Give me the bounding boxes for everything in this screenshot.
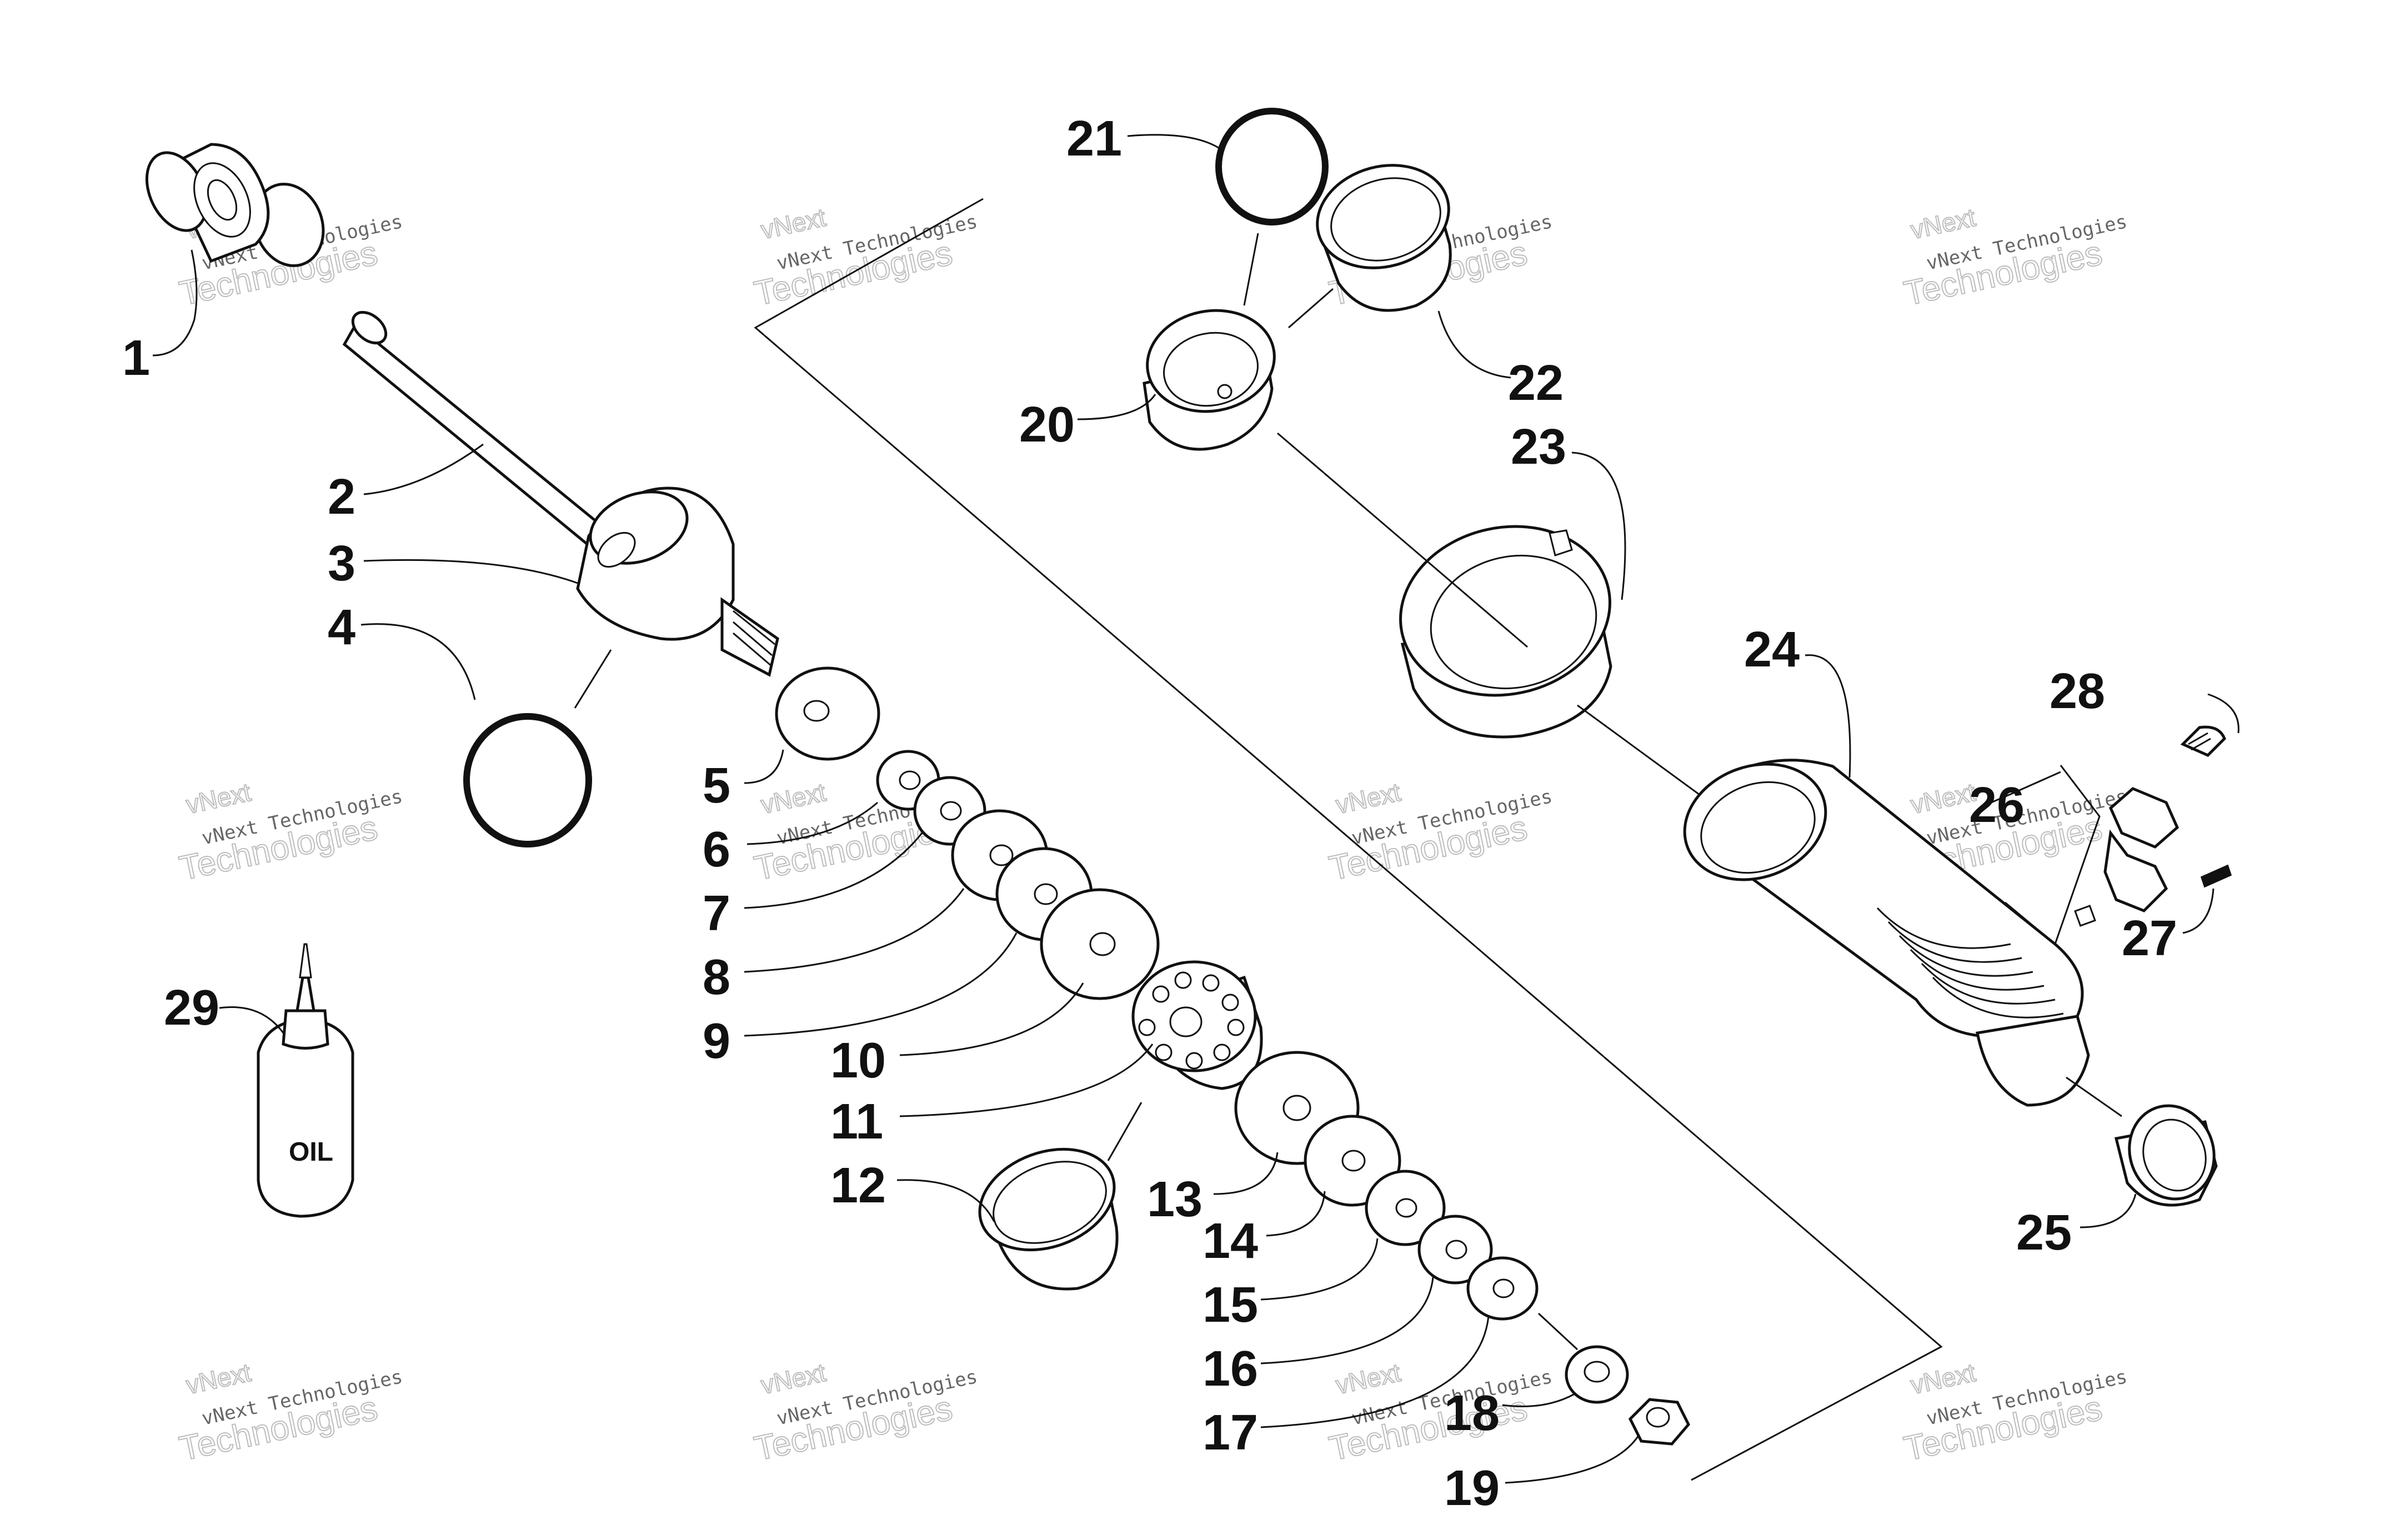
callout-26: 26: [1969, 777, 2025, 833]
callout-19: 19: [1444, 1461, 1500, 1516]
oil-label: OIL: [289, 1137, 333, 1167]
callout-3: 3: [328, 536, 355, 591]
callout-23: 23: [1511, 419, 1566, 475]
callout-8: 8: [703, 950, 730, 1005]
callout-12: 12: [830, 1158, 886, 1213]
callout-numbers: 1 2 3 4 5 6 7 8 9 10 11 12 13 14 15 16 1…: [122, 111, 2177, 1516]
callout-10: 10: [830, 1033, 886, 1088]
watermark-top: vNext: [1908, 1358, 1978, 1399]
watermark-top: vNext: [183, 1358, 253, 1399]
part-27-valve-cap: [2200, 864, 2232, 888]
callout-2: 2: [328, 469, 355, 525]
callout-18: 18: [1444, 1386, 1500, 1441]
callout-17: 17: [1202, 1405, 1258, 1461]
part-11-piston: [1131, 960, 1263, 1090]
part-1-mount-cap: [145, 143, 325, 267]
shim-stack-upper: [775, 666, 1160, 1000]
callout-7: 7: [703, 886, 730, 941]
callout-13: 13: [1147, 1172, 1202, 1227]
callout-24: 24: [1744, 622, 1800, 678]
callout-11: 11: [830, 1094, 883, 1150]
watermark-top: vNext: [1908, 777, 1978, 819]
callout-1: 1: [122, 330, 150, 386]
valve-bracket: [1991, 771, 2061, 804]
callout-15: 15: [1202, 1277, 1258, 1333]
axis-line-20-23: [1277, 432, 1528, 648]
callout-5: 5: [703, 758, 730, 814]
shim-stack-lower: [1234, 1051, 1539, 1321]
callout-4: 4: [328, 600, 355, 655]
watermark-top: vNext: [758, 1358, 828, 1399]
part-19-nut: [1628, 1398, 1690, 1446]
part-28-screw: [2180, 725, 2226, 757]
callout-29: 29: [164, 980, 219, 1036]
part-3-seal-head: [576, 486, 779, 677]
part-26-valve: [2074, 787, 2179, 927]
watermark-top: vNext: [758, 777, 828, 819]
part-4-o-ring: [463, 713, 592, 847]
part-29-oil-bottle: OIL: [257, 943, 354, 1218]
callout-22: 22: [1508, 355, 1564, 411]
callout-25: 25: [2016, 1205, 2072, 1261]
leader-lines: [152, 134, 2239, 1484]
part-2-piston-rod: [342, 310, 630, 566]
part-20-reservoir-cap: [1143, 309, 1276, 451]
part-23-spring-retainer: [1399, 525, 1612, 739]
callout-14: 14: [1202, 1213, 1258, 1269]
part-25-bushing: [2114, 1104, 2218, 1207]
part-12-piston-band: [978, 1147, 1119, 1291]
part-21-o-ring: [1215, 108, 1329, 225]
part-22-band: [1316, 164, 1452, 312]
callout-16: 16: [1202, 1341, 1258, 1397]
kit-bracket-outline: [754, 198, 1943, 1481]
watermark-top: vNext: [1908, 203, 1978, 244]
callout-6: 6: [703, 822, 730, 877]
callout-28: 28: [2050, 664, 2105, 719]
watermark-top: vNext: [1333, 1358, 1403, 1399]
watermark-top: vNext: [758, 203, 828, 244]
callout-9: 9: [703, 1014, 730, 1069]
watermark-top: vNext: [183, 777, 253, 819]
watermark-top: vNext: [1333, 777, 1403, 819]
callout-27: 27: [2122, 911, 2177, 966]
part-24-shock-body: [1683, 759, 2090, 1107]
callout-20: 20: [1019, 397, 1075, 453]
callout-21: 21: [1066, 111, 1122, 167]
